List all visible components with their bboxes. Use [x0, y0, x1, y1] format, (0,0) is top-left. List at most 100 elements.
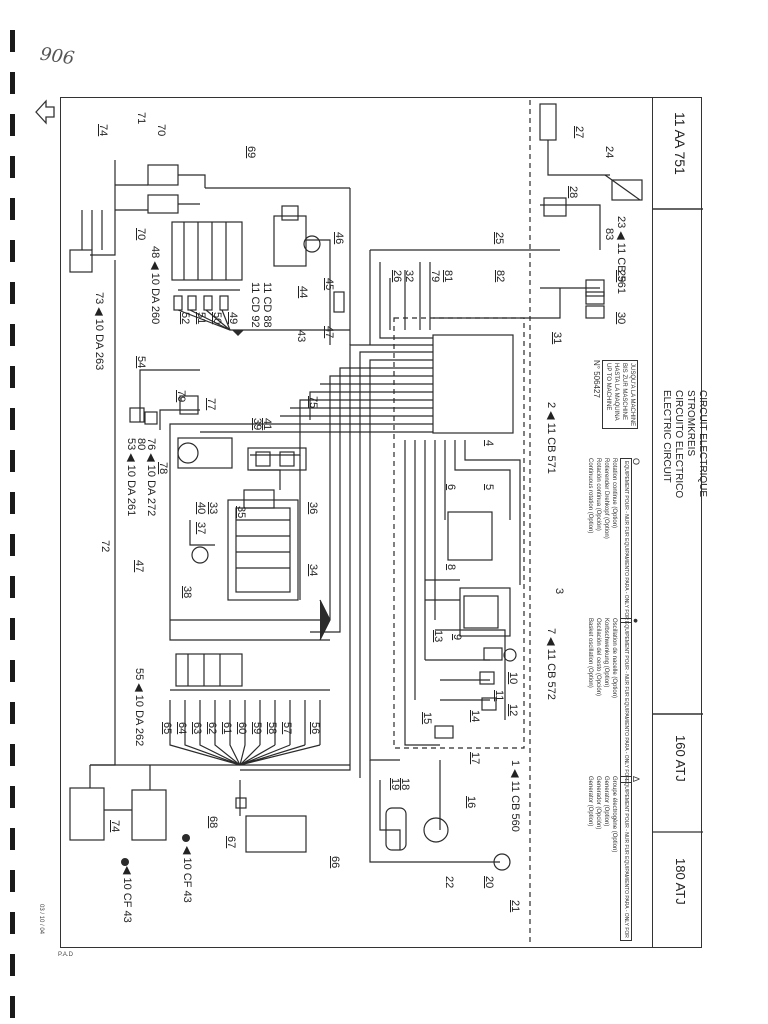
label-43: 43: [295, 330, 307, 343]
label-40: 40: [195, 502, 207, 515]
label-8: 8: [445, 564, 457, 571]
footer-date: 03 / 10 / 04: [38, 904, 44, 935]
label-34: 34: [307, 564, 319, 577]
label-13: 13: [432, 630, 444, 643]
label-73: 73 ◀ 10 DA 263: [93, 292, 105, 371]
box-3: [447, 511, 493, 561]
label-46: 46: [333, 232, 345, 245]
binder-hole: [10, 408, 15, 430]
binder-hole: [10, 156, 15, 178]
label-54: 54: [135, 356, 147, 369]
label-57: 57: [281, 722, 293, 735]
label-83: 83: [603, 228, 615, 241]
label-cd92: 11 CD 92: [249, 282, 261, 328]
label-64: 64: [176, 722, 188, 735]
label-75: 75: [307, 396, 319, 409]
label-2: 2 ◀ 11 CB 571: [545, 402, 557, 474]
label-47: 47: [323, 326, 335, 339]
label-58: 58: [266, 722, 278, 735]
label-51: 51: [195, 312, 207, 325]
footer-author: P.A.D: [58, 952, 73, 958]
label-81: 81: [442, 270, 454, 283]
binder-hole: [10, 324, 15, 346]
label-17: 17: [469, 752, 481, 765]
label-60: 60: [236, 722, 248, 735]
binder-hole: [10, 870, 15, 892]
label-74: 74: [97, 124, 109, 137]
label-45: 45: [323, 278, 335, 291]
binder-hole: [10, 534, 15, 556]
label-78: 78: [157, 462, 169, 475]
label-48: 48 ◀ 10 DA 260: [149, 246, 161, 325]
label-55: 55 ◀ 10 DA 262: [133, 668, 145, 747]
binder-hole: [10, 954, 15, 976]
label-50: 50: [211, 312, 223, 325]
label-62: 62: [206, 722, 218, 735]
binder-hole: [10, 198, 15, 220]
control-box-2: [432, 334, 514, 434]
binder-hole: [10, 576, 15, 598]
label-70: 70: [155, 124, 167, 137]
label-39: 39: [251, 418, 263, 431]
label-7: 7 ◀ 11 CB 572: [545, 628, 557, 700]
label-28: 28: [567, 186, 579, 199]
binder-hole: [10, 282, 15, 304]
label-25: 25: [493, 232, 505, 245]
label-3: 3: [553, 588, 565, 595]
label-31: 31: [551, 332, 563, 345]
label-27: 27: [573, 126, 585, 139]
label-cd88: 11 CD 88: [261, 282, 273, 328]
binder-hole: [10, 492, 15, 514]
page-turn-arrow-icon: [35, 99, 55, 125]
label-56: 56: [309, 722, 321, 735]
label-22: 22: [443, 876, 455, 889]
label-14: 14: [469, 710, 481, 723]
label-23: 23 ◀ 11 CB 561: [615, 216, 627, 294]
label-19: 19: [389, 778, 401, 791]
label-36: 36: [307, 502, 319, 515]
binder-hole: [10, 618, 15, 640]
label-16: 16: [465, 796, 477, 809]
binder-hole: [10, 912, 15, 934]
label-47b: 47: [133, 560, 145, 573]
binder-hole: [10, 240, 15, 262]
label-59: 59: [251, 722, 263, 735]
label-72: 72: [99, 540, 111, 553]
label-21: 21: [509, 900, 521, 913]
box-7: [459, 587, 511, 637]
label-65: 65: [161, 722, 173, 735]
label-20: 20: [483, 876, 495, 889]
label-74b: 74: [109, 820, 121, 833]
label-52: 52: [179, 312, 191, 325]
binder-hole: [10, 702, 15, 724]
binder-hole: [10, 114, 15, 136]
binder-hole: [10, 996, 15, 1018]
binder-holes: [6, 0, 20, 1024]
label-1: 1 ◀ 11 CB 560: [509, 760, 521, 832]
binder-hole: [10, 744, 15, 766]
label-15: 15: [421, 712, 433, 725]
binder-hole: [10, 828, 15, 850]
label-67: 67: [225, 836, 237, 849]
label-37: 37: [195, 522, 207, 535]
label-5: 5: [483, 484, 495, 491]
label-44: 44: [297, 286, 309, 299]
label-cf43a: ◀ 10 CF 43: [121, 866, 133, 923]
label-79: 79: [429, 270, 441, 283]
label-26: 26: [391, 270, 403, 283]
label-79b: 79: [175, 390, 187, 403]
label-30: 30: [615, 312, 627, 325]
label-12: 12: [507, 704, 519, 717]
label-24: 24: [603, 146, 615, 159]
label-71: 71: [135, 112, 147, 125]
label-33: 33: [207, 502, 219, 515]
label-68: 68: [207, 816, 219, 829]
label-53: 53 ◀ 10 DA 261: [125, 438, 137, 517]
label-61: 61: [221, 722, 233, 735]
binder-hole: [10, 660, 15, 682]
label-63: 63: [191, 722, 203, 735]
label-69: 69: [245, 146, 257, 159]
label-49: 49: [227, 312, 239, 325]
label-6: 6: [445, 484, 457, 491]
